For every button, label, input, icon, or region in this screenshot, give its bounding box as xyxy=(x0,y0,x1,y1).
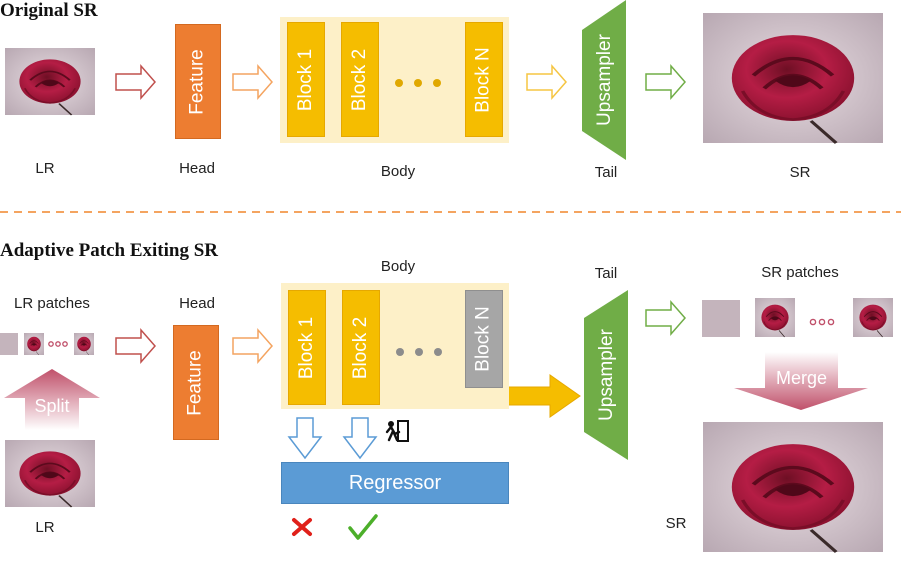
top-upsampler-label: Upsampler xyxy=(594,34,615,126)
regressor-label: Regressor xyxy=(348,471,442,494)
down-arrow-block1 xyxy=(287,417,323,460)
top-sr-image xyxy=(703,13,883,143)
sr-patch-2 xyxy=(754,297,796,338)
check-icon xyxy=(348,514,378,540)
bottom-ellipsis-dot-2 xyxy=(415,348,423,356)
bottom-block-1: Block 1 xyxy=(288,290,326,405)
bottom-tail-label: Tail xyxy=(594,265,618,282)
top-ellipsis-dot-1 xyxy=(395,79,403,87)
bottom-head-label: Head xyxy=(179,295,215,312)
top-feature-box: Feature xyxy=(175,24,221,139)
bottom-lr-image xyxy=(3,438,97,509)
bottom-lr-label: LR xyxy=(35,519,55,536)
top-body-label: Body xyxy=(380,163,416,180)
sr-patches-label: SR patches xyxy=(761,264,839,281)
sr-patch-ellipsis-2 xyxy=(818,318,826,326)
bottom-body-label: Body xyxy=(380,258,416,275)
top-lr-image xyxy=(3,46,97,117)
split-label: Split xyxy=(34,396,70,416)
top-arrow-head-to-body xyxy=(232,64,273,100)
bottom-block-2: Block 2 xyxy=(342,290,380,405)
down-arrow-block2 xyxy=(342,417,378,460)
top-block-n-label: Block N xyxy=(473,46,494,113)
bottom-block-2-label: Block 2 xyxy=(350,316,371,379)
bottom-feature-box: Feature xyxy=(173,325,219,440)
top-ellipsis-dot-3 xyxy=(433,79,441,87)
top-block-1-label: Block 1 xyxy=(295,48,316,111)
lr-patches-label: LR patches xyxy=(14,295,90,312)
bottom-arrow-tail-to-sr xyxy=(645,300,686,336)
exit-person-icon xyxy=(385,420,409,442)
bottom-arrow-head-to-body xyxy=(232,328,273,364)
bottom-upsampler: Upsampler xyxy=(590,312,624,438)
bottom-feature-label: Feature xyxy=(185,349,207,416)
top-block-2-label: Block 2 xyxy=(349,48,370,111)
top-block-n: Block N xyxy=(465,22,503,137)
cross-icon xyxy=(292,518,312,536)
bottom-ellipsis-dot-3 xyxy=(434,348,442,356)
sr-patch-3 xyxy=(852,297,894,338)
bottom-upsampler-shape xyxy=(584,290,628,460)
bottom-block-n: Block N xyxy=(465,290,503,388)
split-arrow-shape xyxy=(4,369,100,430)
sr-patch-ellipsis-1 xyxy=(809,318,817,326)
top-head-label: Head xyxy=(179,160,215,177)
lr-patch-3 xyxy=(73,332,95,356)
bottom-block-n-label: Block N xyxy=(473,306,494,372)
sr-patch-ellipsis-3 xyxy=(827,318,835,326)
bottom-upsampler-label: Upsampler xyxy=(596,329,617,421)
bottom-block-1-label: Block 1 xyxy=(296,316,317,379)
lr-patch-2 xyxy=(23,332,45,356)
top-arrow-tail-to-sr xyxy=(645,64,686,100)
top-tail-label: Tail xyxy=(594,164,618,181)
sr-patch-1 xyxy=(702,300,740,337)
top-section-title: Original SR xyxy=(0,0,98,21)
bottom-arrow-lr-to-head xyxy=(115,328,156,364)
top-feature-label: Feature xyxy=(187,48,209,115)
lr-patch-1 xyxy=(0,333,18,355)
top-upsampler-shape xyxy=(582,0,626,160)
regressor-box: Regressor xyxy=(281,462,509,504)
bottom-sr-label: SR xyxy=(665,515,687,532)
bottom-section-title: Adaptive Patch Exiting SR xyxy=(0,240,218,261)
top-ellipsis-dot-2 xyxy=(414,79,422,87)
lr-patch-ellipsis-2 xyxy=(55,341,61,347)
top-arrow-body-to-tail xyxy=(526,64,567,100)
bottom-ellipsis-dot-1 xyxy=(396,348,404,356)
merge-label: Merge xyxy=(775,368,828,388)
top-upsampler: Upsampler xyxy=(588,20,622,140)
top-block-2: Block 2 xyxy=(341,22,379,137)
merge-arrow-shape xyxy=(734,352,868,410)
lr-patch-ellipsis-1 xyxy=(48,341,54,347)
lr-patch-ellipsis-3 xyxy=(62,341,68,347)
top-lr-label: LR xyxy=(35,160,55,177)
top-block-1: Block 1 xyxy=(287,22,325,137)
top-arrow-lr-to-head xyxy=(115,64,156,100)
bottom-sr-image xyxy=(703,422,883,552)
top-sr-label: SR xyxy=(789,164,811,181)
